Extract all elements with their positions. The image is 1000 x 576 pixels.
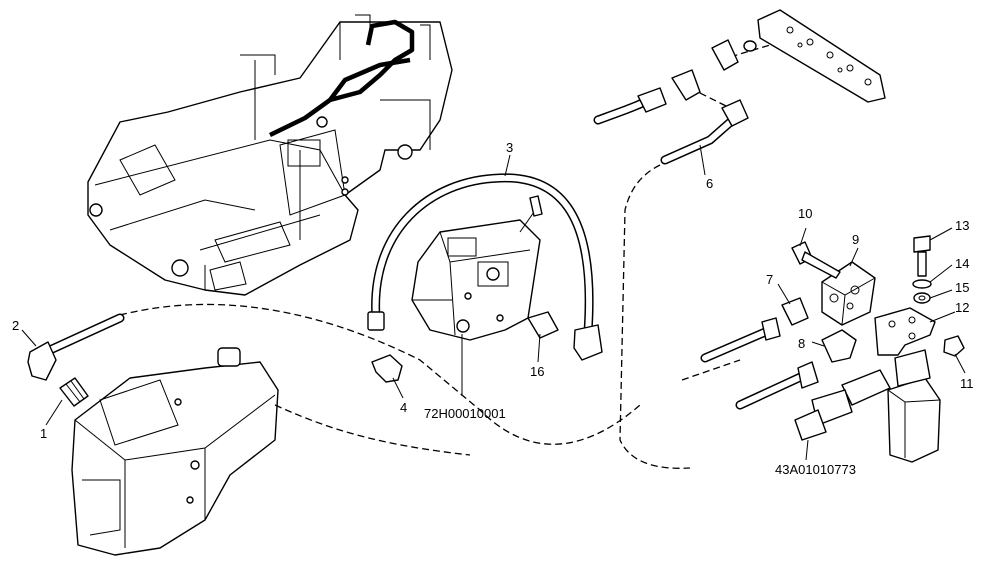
callout-10: 10 [798, 206, 812, 221]
callout-6: 6 [706, 176, 713, 191]
filter-part-code: 43A01010773 [775, 462, 856, 477]
callout-2: 2 [12, 318, 19, 333]
callout-13: 13 [955, 218, 969, 233]
hydraulic-tank [71, 347, 279, 556]
callout-8: 8 [798, 336, 805, 351]
manifold-plate [711, 9, 886, 103]
callout-7: 7 [766, 272, 773, 287]
callout-12: 12 [955, 300, 969, 315]
hydraulic-filter [794, 349, 941, 463]
callout-11: 11 [960, 376, 974, 391]
leader-lines [21, 144, 966, 461]
control-valve [411, 195, 543, 341]
bracket-and-hardware [874, 235, 965, 357]
callout-9: 9 [852, 232, 859, 247]
hose-routing-lines [119, 44, 771, 469]
valve-part-code: 72H00010001 [424, 406, 506, 421]
callout-4: 4 [400, 400, 407, 415]
callout-3: 3 [506, 140, 513, 155]
valve-block [791, 241, 876, 326]
callout-14: 14 [955, 256, 969, 271]
callout-15: 15 [955, 280, 969, 295]
callout-16: 16 [530, 364, 544, 379]
chassis-frame [87, 14, 453, 296]
callout-labels: 1 2 3 4 6 7 8 9 10 11 12 13 14 15 16 72H… [12, 140, 974, 477]
callout-1: 1 [40, 426, 47, 441]
hose-fittings [27, 69, 857, 407]
